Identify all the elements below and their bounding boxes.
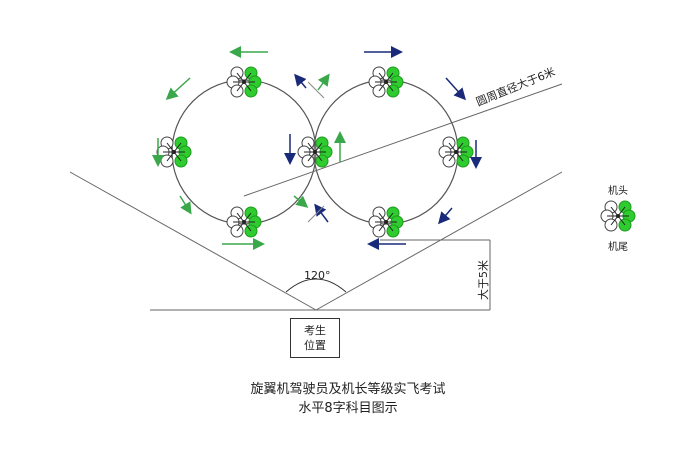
v-line-left [69, 171, 317, 311]
drone-left-bottom [226, 206, 262, 238]
green-arrow-6 [293, 195, 309, 208]
examinee-position-line2: 位置 [304, 339, 326, 352]
examinee-position-line1: 考生 [304, 324, 326, 337]
blue-arrow-2 [445, 77, 467, 101]
blue-arrow-6 [314, 203, 329, 223]
v-line-right [315, 171, 563, 311]
examinee-position-box: 考生 位置 [290, 318, 340, 358]
height-label: 大于5米 [476, 260, 490, 300]
left-circle [171, 79, 317, 225]
drone-right-top [368, 66, 404, 98]
drone-left-left [156, 136, 192, 168]
drone-right-right [438, 136, 474, 168]
legend-drone-icon [600, 200, 636, 232]
blue-arrow-8 [294, 73, 307, 89]
legend-tail-label: 机尾 [608, 242, 628, 253]
right-circle [313, 79, 459, 225]
legend-head-label: 机头 [608, 186, 628, 197]
green-arrow-8 [317, 73, 330, 91]
diameter-label: 圆周直径大于6米 [474, 64, 557, 108]
diameter-line [243, 83, 563, 197]
cross-mark-top [307, 81, 325, 99]
green-arrow-2 [165, 77, 191, 101]
cross-mark-bottom [307, 205, 325, 223]
angle-label: 120° [304, 269, 331, 282]
drone-right-bottom [368, 206, 404, 238]
drone-left-top [226, 66, 262, 98]
blue-arrow-4 [438, 207, 453, 225]
green-arrow-4 [179, 195, 192, 215]
diagram-title-line1: 旋翼机驾驶员及机长等级实飞考试 [250, 382, 446, 397]
angle-arc [285, 278, 347, 293]
diagram-title-line2: 水平8字科目图示 [298, 401, 398, 416]
